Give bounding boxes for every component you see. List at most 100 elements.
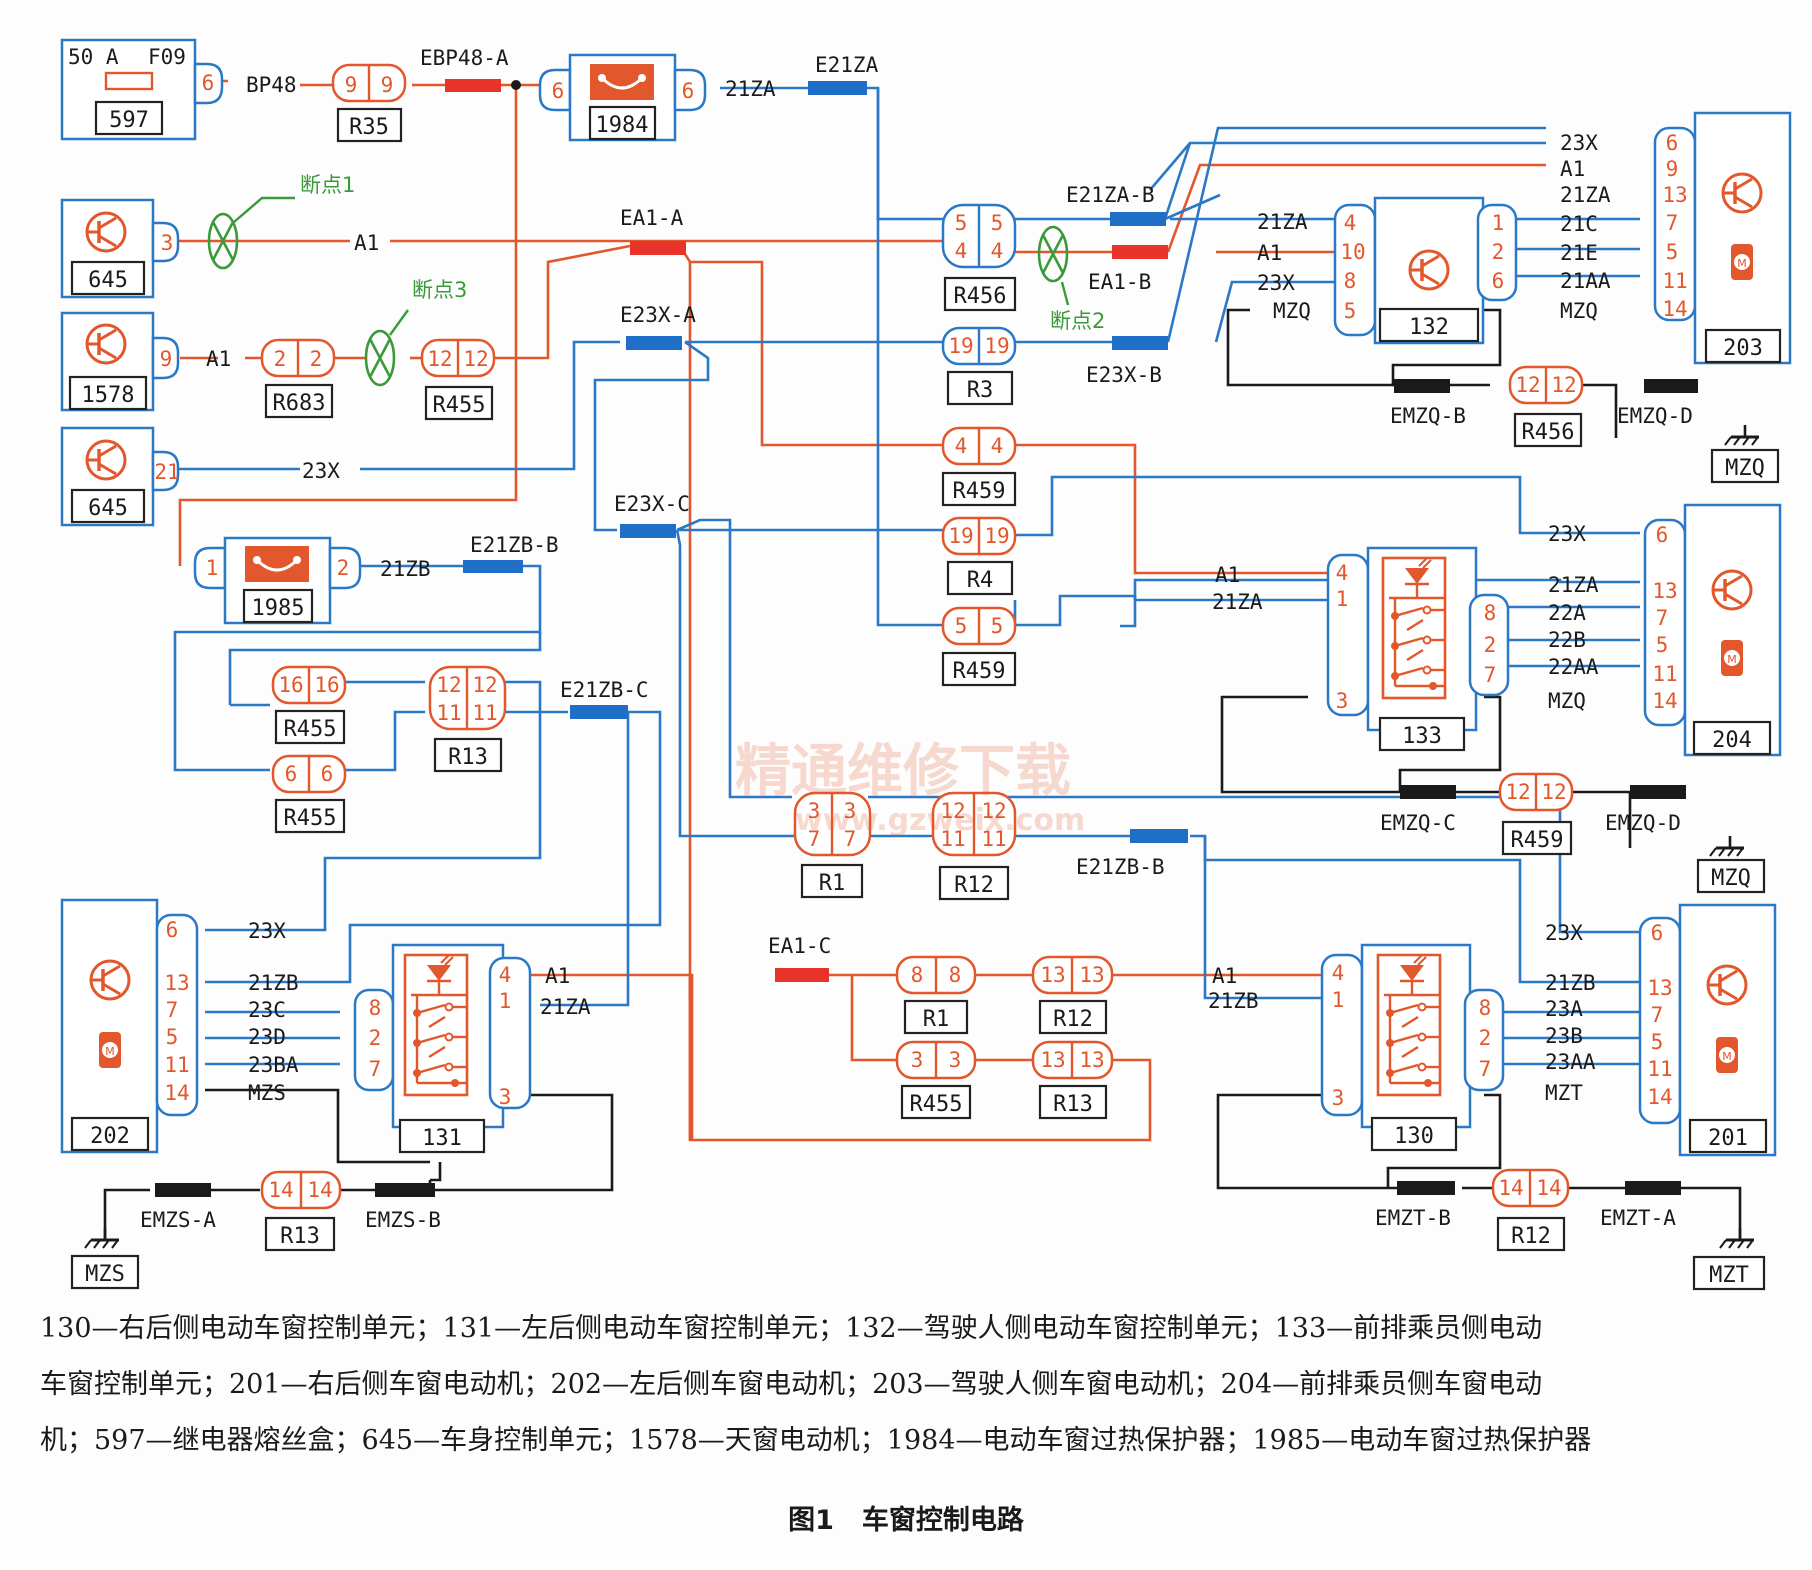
breakpoint-3-label: 断点3 bbox=[412, 278, 467, 302]
svg-text:6: 6 bbox=[285, 762, 298, 786]
wire-204-22a: 22A bbox=[1548, 601, 1586, 625]
svg-text:8: 8 bbox=[1344, 269, 1357, 293]
svg-text:4: 4 bbox=[1344, 211, 1357, 235]
svg-text:11: 11 bbox=[1662, 269, 1687, 293]
splice-e21zb-b1-bar bbox=[463, 560, 523, 573]
wire-130-21zb: 21ZB bbox=[1208, 989, 1259, 1013]
splice-emzqd2: EMZQ-D bbox=[1605, 811, 1681, 835]
wire-204-21za: 21ZA bbox=[1548, 573, 1599, 597]
svg-text:3: 3 bbox=[949, 1048, 962, 1072]
svg-text:14: 14 bbox=[307, 1178, 332, 1202]
wire-133-21za: 21ZA bbox=[1212, 590, 1263, 614]
splice-ea1b: EA1-B bbox=[1088, 270, 1151, 294]
svg-text:1: 1 bbox=[499, 989, 512, 1013]
svg-text:132: 132 bbox=[1409, 315, 1449, 340]
splice-emzsa-bar bbox=[155, 1183, 211, 1197]
ground-mzt: MZT bbox=[1709, 1263, 1749, 1288]
svg-text:9: 9 bbox=[1666, 157, 1679, 181]
svg-text:12: 12 bbox=[1515, 373, 1540, 397]
svg-text:8: 8 bbox=[1479, 996, 1492, 1020]
splice-emzqc: EMZQ-C bbox=[1380, 811, 1456, 835]
svg-text:6: 6 bbox=[1666, 131, 1679, 155]
svg-text:202: 202 bbox=[90, 1124, 130, 1149]
junction-dots bbox=[511, 80, 521, 90]
svg-text:R459: R459 bbox=[1511, 828, 1564, 853]
svg-text:1: 1 bbox=[206, 556, 219, 580]
figure-label: 图1 bbox=[788, 1505, 834, 1536]
svg-text:R455: R455 bbox=[433, 393, 486, 418]
breakpoint-2-label: 断点2 bbox=[1050, 309, 1105, 333]
svg-text:12: 12 bbox=[472, 673, 497, 697]
motor-204: 6 13 7 5 11 14 204 bbox=[1643, 503, 1782, 757]
splice-emzqd2-bar bbox=[1630, 785, 1686, 799]
wire-204-23x: 23X bbox=[1548, 522, 1586, 546]
wire-201-mzt: MZT bbox=[1545, 1081, 1583, 1105]
ground-mzq-1-box bbox=[1710, 448, 1780, 484]
wire-204-mzq: MZQ bbox=[1548, 689, 1586, 713]
wire-a1-645: A1 bbox=[354, 231, 379, 255]
splice-emztb-bar bbox=[1397, 1181, 1455, 1195]
svg-text:14: 14 bbox=[1498, 1176, 1523, 1200]
module-645-b: 21 645 bbox=[60, 426, 180, 527]
splice-ea1c: EA1-C bbox=[768, 934, 831, 958]
svg-text:6: 6 bbox=[1492, 269, 1505, 293]
wire-bp48: BP48 bbox=[246, 73, 297, 97]
svg-text:19: 19 bbox=[984, 524, 1009, 548]
svg-text:3: 3 bbox=[499, 1085, 512, 1109]
module-131: 8 2 7 4 1 3 131 bbox=[353, 943, 532, 1154]
svg-text:4: 4 bbox=[955, 239, 968, 263]
svg-text:6: 6 bbox=[1656, 523, 1669, 547]
fuse-pin: 6 bbox=[202, 71, 215, 95]
splice-e21zbc-bar bbox=[570, 705, 628, 719]
wire-a1-1578: A1 bbox=[206, 347, 231, 371]
wire-130-a1: A1 bbox=[1212, 964, 1237, 988]
wire-202-23x: 23X bbox=[248, 919, 286, 943]
module-1578: 9 1578 bbox=[60, 311, 180, 412]
svg-text:10: 10 bbox=[1340, 240, 1365, 264]
splice-emzqd1: EMZQ-D bbox=[1617, 404, 1693, 428]
wire-23x-645: 23X bbox=[302, 459, 340, 483]
splice-e21zab: E21ZA-B bbox=[1066, 183, 1155, 207]
svg-text:3: 3 bbox=[1332, 1086, 1345, 1110]
svg-text:4: 4 bbox=[1336, 561, 1349, 585]
svg-text:R456: R456 bbox=[954, 284, 1007, 309]
wire-202-21zb: 21ZB bbox=[248, 971, 299, 995]
ground-mzs: MZS bbox=[85, 1262, 125, 1287]
svg-text:1: 1 bbox=[1332, 988, 1345, 1012]
motor-icon bbox=[1730, 243, 1754, 281]
wire-204-22aa: 22AA bbox=[1548, 655, 1599, 679]
svg-text:203: 203 bbox=[1723, 336, 1763, 361]
wire-203-23x: 23X bbox=[1560, 131, 1598, 155]
splice-emzta-bar bbox=[1625, 1181, 1681, 1195]
svg-text:13: 13 bbox=[164, 971, 189, 995]
motor-202: 6 13 7 5 11 14 202 bbox=[60, 898, 199, 1154]
svg-text:4: 4 bbox=[1332, 961, 1345, 985]
splice-e23xb: E23X-B bbox=[1086, 363, 1162, 387]
splice-emzsb-bar bbox=[375, 1183, 435, 1197]
module-645-a: 3 645 bbox=[60, 198, 180, 299]
splice-e21zab-bar bbox=[1110, 212, 1166, 226]
svg-text:3: 3 bbox=[161, 231, 174, 255]
breakpoint-3-icon bbox=[364, 329, 396, 387]
caption-line-2: 车窗控制单元；201—右后侧车窗电动机；202—左后侧车窗电动机；203—驾驶人… bbox=[40, 1369, 1543, 1400]
wire-203-21e: 21E bbox=[1560, 241, 1598, 265]
ground-mzs-box bbox=[70, 1254, 140, 1290]
wire-21za-top: 21ZA bbox=[725, 77, 776, 101]
svg-text:2: 2 bbox=[1479, 1026, 1492, 1050]
svg-text:R13: R13 bbox=[280, 1224, 320, 1249]
svg-text:11: 11 bbox=[436, 701, 461, 725]
svg-text:4: 4 bbox=[991, 239, 1004, 263]
splice-ea1b-bar bbox=[1112, 245, 1168, 259]
svg-text:11: 11 bbox=[472, 701, 497, 725]
